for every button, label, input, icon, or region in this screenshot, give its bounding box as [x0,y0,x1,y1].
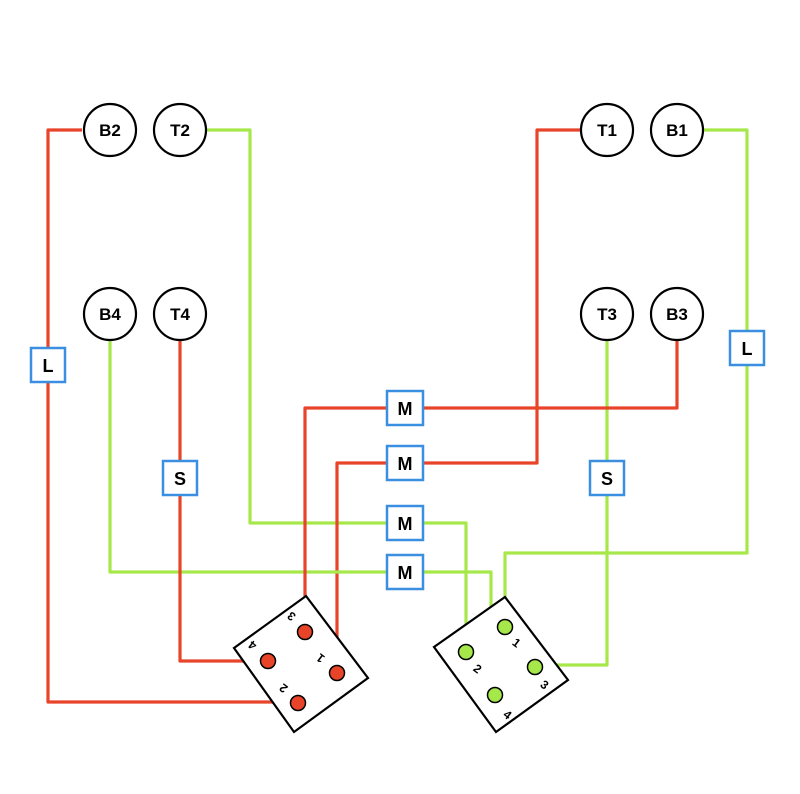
left-switch: 3 4 1 2 [232,594,370,734]
box-l-left-label: L [43,356,54,376]
box-s-left-label: S [174,469,186,489]
terminals: B2 T2 T1 B1 B4 T4 T3 B3 [82,102,705,342]
wire-t2 [207,128,468,652]
terminal-b2-label: B2 [99,121,121,140]
terminal-b1: B1 [649,102,705,158]
right-switch-pin-2 [457,643,475,661]
terminal-b1-label: B1 [666,121,688,140]
terminal-t1: T1 [579,102,635,158]
box-m-4: M [385,553,425,591]
right-switch-body [432,595,570,734]
right-switch-pin-3 [526,658,544,676]
wire-b3 [303,340,679,632]
terminal-b2: B2 [82,102,138,158]
terminal-t4-label: T4 [170,305,190,324]
box-m-2-label: M [398,454,413,474]
box-m-3: M [385,504,425,542]
terminal-b4-label: B4 [99,305,121,324]
terminal-t2: T2 [152,102,208,158]
left-switch-pin-1 [328,664,346,682]
terminal-b3-label: B3 [666,305,688,324]
box-l-left: L [29,346,67,384]
box-s-right: S [588,459,626,497]
terminal-t1-label: T1 [597,121,617,140]
box-s-right-label: S [601,469,613,489]
terminal-b3: B3 [649,286,705,342]
left-switch-pin-4 [259,652,277,670]
terminal-t4: T4 [152,286,208,342]
box-m-2: M [385,444,425,482]
wire-t1 [335,128,580,673]
right-switch-pin-4 [486,686,504,704]
box-l-right-label: L [742,339,753,359]
wire-b1 [503,128,749,627]
right-switch: 1 2 3 4 [432,595,570,734]
box-m-3-label: M [398,514,413,534]
box-m-4-label: M [398,563,413,583]
terminal-t3-label: T3 [597,305,617,324]
terminal-t3: T3 [579,286,635,342]
wire-t3 [535,340,609,667]
left-switch-pin-2 [289,694,307,712]
left-switch-pin-3 [296,623,314,641]
box-l-right: L [728,329,766,367]
wire-b2 [46,128,300,704]
box-s-left: S [161,459,199,497]
right-switch-pin-1 [496,618,514,636]
terminal-b4: B4 [82,286,138,342]
box-m-1-label: M [398,399,413,419]
terminal-t2-label: T2 [170,121,190,140]
component-boxes: L L S S M M M M [29,329,766,591]
wire-t4 [178,340,268,663]
left-switch-body [232,594,370,734]
box-m-1: M [385,389,425,427]
